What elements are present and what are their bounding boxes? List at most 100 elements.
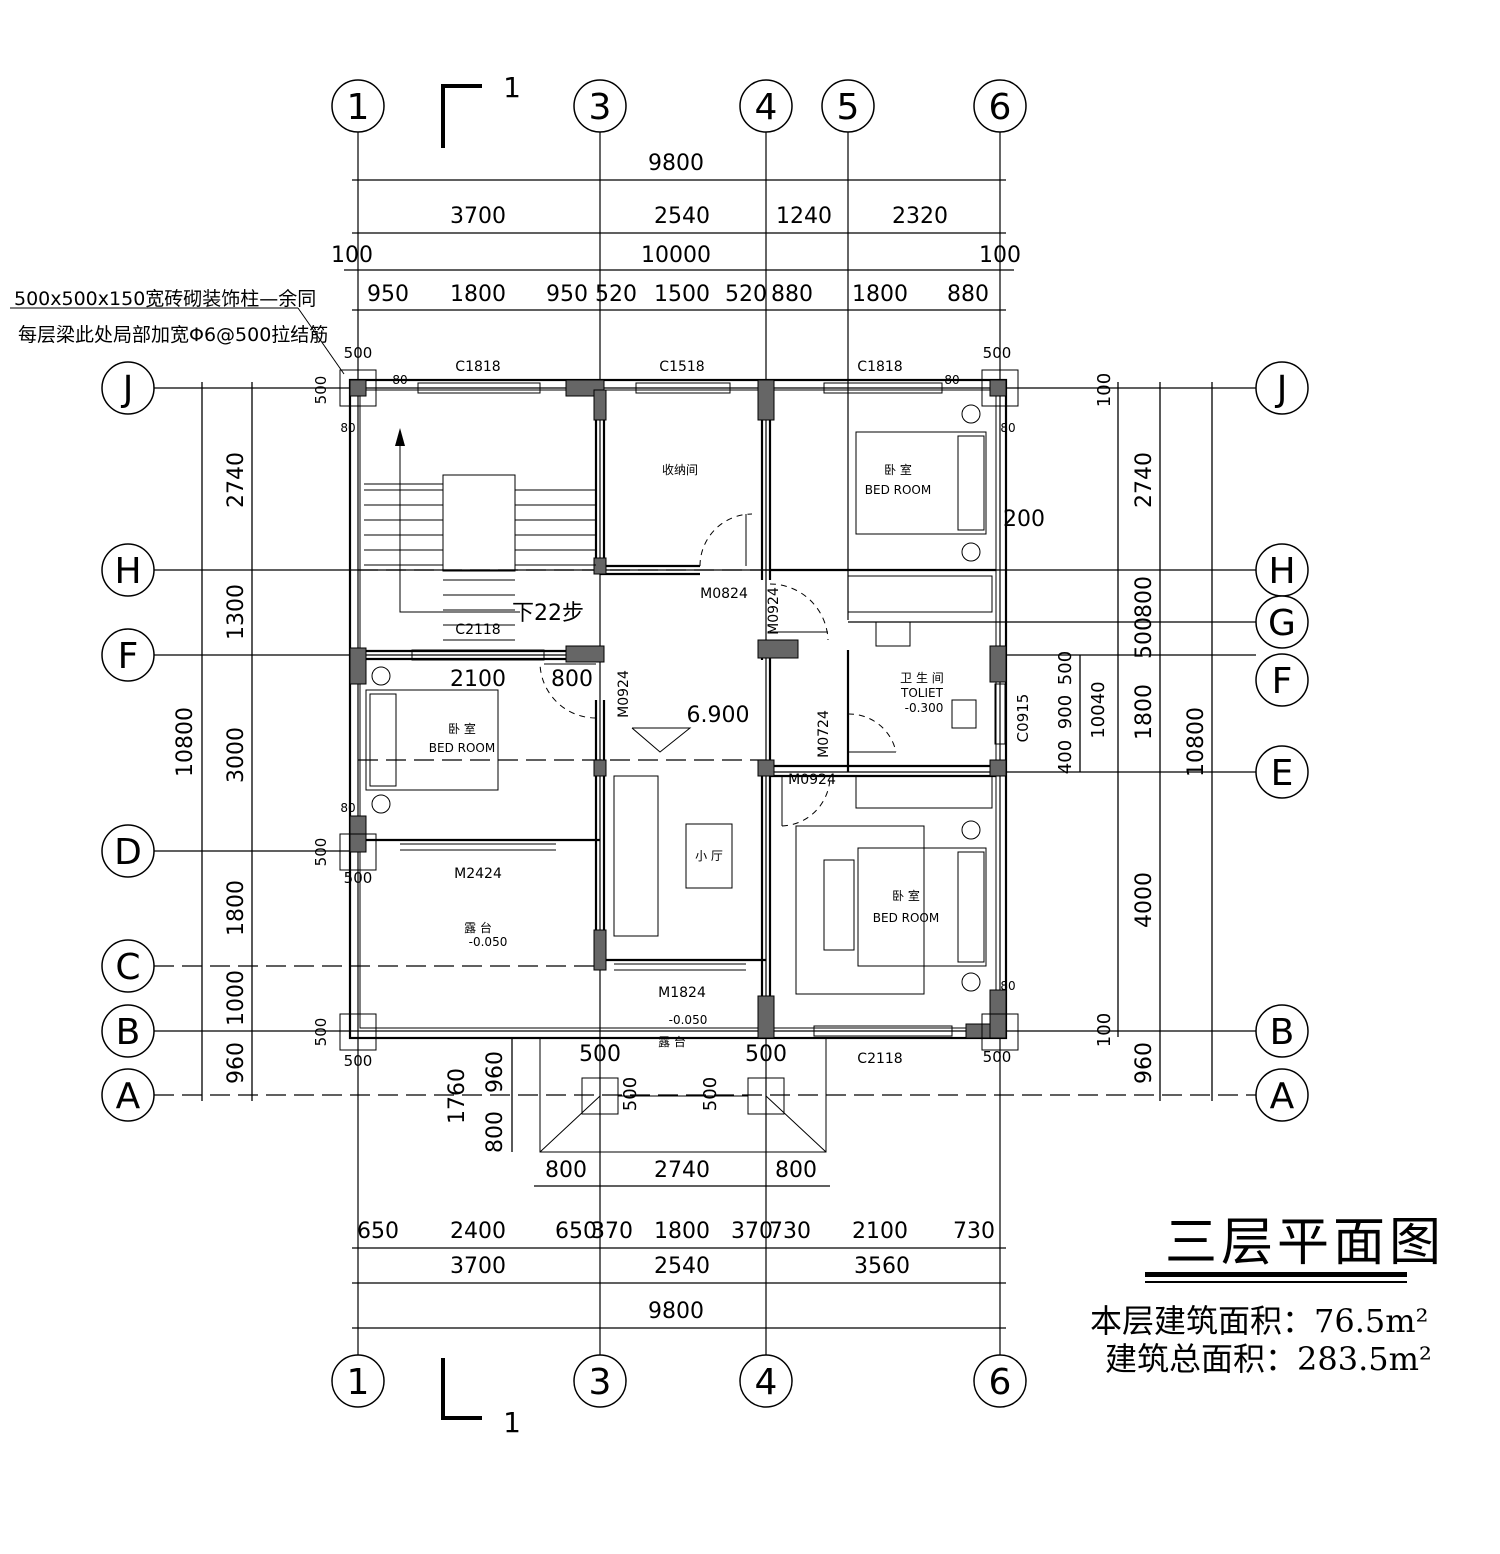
- axis-bubble-3-top: 3: [573, 79, 627, 133]
- axis-bubble-6-bottom: 6: [973, 1354, 1027, 1408]
- svg-text:80: 80: [944, 373, 959, 387]
- svg-text:M0824: M0824: [700, 586, 748, 602]
- svg-text:950: 950: [546, 282, 588, 307]
- axis-bubble-3-bottom: 3: [573, 1354, 627, 1408]
- svg-text:100: 100: [979, 243, 1021, 268]
- axis-bubble-J-right: J: [1255, 361, 1309, 415]
- svg-text:下22步: 下22步: [512, 601, 584, 626]
- svg-text:10040: 10040: [1088, 681, 1109, 738]
- storage-room: 收纳间: [662, 463, 698, 477]
- svg-text:10800: 10800: [173, 707, 198, 777]
- note-leader: [297, 307, 345, 375]
- svg-text:露 台: 露 台: [658, 1034, 686, 1049]
- svg-text:小 厅: 小 厅: [695, 849, 723, 863]
- svg-text:500: 500: [983, 1048, 1012, 1066]
- svg-text:G: G: [1268, 603, 1296, 644]
- bedroom-lower-right: 卧 室 BED ROOM: [795, 820, 987, 995]
- svg-text:9800: 9800: [648, 1299, 704, 1324]
- svg-text:M0924: M0924: [788, 772, 836, 788]
- total-area: 建筑总面积：283.5m²: [1105, 1340, 1432, 1378]
- svg-text:9800: 9800: [648, 151, 704, 176]
- svg-text:650: 650: [357, 1219, 399, 1244]
- svg-text:2100: 2100: [852, 1219, 908, 1244]
- svg-text:500: 500: [620, 1077, 641, 1111]
- svg-text:200: 200: [1003, 507, 1045, 532]
- axis-bubble-D-left: D: [101, 824, 155, 878]
- svg-text:6.900: 6.900: [687, 703, 750, 728]
- bedroom-upper-right: 卧 室 BED ROOM: [855, 404, 987, 562]
- svg-text:1800: 1800: [1132, 684, 1157, 740]
- exterior-walls: [348, 378, 1008, 1040]
- svg-text:6: 6: [989, 1362, 1012, 1403]
- svg-text:730: 730: [953, 1219, 995, 1244]
- axis-bubble-4-bottom: 4: [739, 1354, 793, 1408]
- svg-text:3: 3: [589, 87, 612, 128]
- svg-text:J: J: [1275, 369, 1288, 410]
- axis-bubble-H-right: H: [1255, 543, 1309, 597]
- title-underline-thick: [1145, 1272, 1407, 1277]
- svg-text:500: 500: [312, 1018, 330, 1047]
- svg-text:500: 500: [344, 1052, 373, 1070]
- svg-text:100: 100: [1094, 373, 1115, 407]
- small-hall: 小 厅 6.900: [613, 703, 750, 937]
- svg-text:2100: 2100: [450, 667, 506, 692]
- svg-text:收纳间: 收纳间: [662, 463, 698, 477]
- terrace: 露 台 -0.050 露 台 -0.050: [464, 920, 707, 1049]
- svg-text:1800: 1800: [224, 880, 249, 936]
- svg-text:D: D: [114, 832, 142, 873]
- bedroom-left: 卧 室 BED ROOM: [365, 666, 499, 814]
- axis-bubble-H-left: H: [101, 543, 155, 597]
- axis-bubble-A-right: A: [1255, 1068, 1309, 1122]
- svg-text:2740: 2740: [1132, 452, 1157, 508]
- drawing-title: 三层平面图: [1164, 1213, 1445, 1273]
- doors: M0824 M0924 M0924 M0724 M0924 M2424 M182…: [400, 513, 897, 1001]
- svg-text:C1518: C1518: [659, 359, 704, 375]
- svg-text:3000: 3000: [224, 727, 249, 783]
- svg-text:1760: 1760: [445, 1068, 470, 1124]
- svg-text:2740: 2740: [224, 452, 249, 508]
- svg-text:M0924: M0924: [766, 587, 782, 635]
- svg-text:400: 400: [1055, 740, 1076, 774]
- svg-text:960: 960: [483, 1051, 508, 1093]
- axis-bubble-J-left: J: [101, 361, 155, 415]
- svg-text:960: 960: [1132, 1042, 1157, 1084]
- svg-text:800: 800: [483, 1111, 508, 1153]
- section-mark-top: 1: [441, 71, 521, 148]
- right-dimensions: 10800 2740 800 500 1800 4000 960 100 100…: [1014, 373, 1213, 1101]
- svg-text:M1824: M1824: [658, 985, 706, 1001]
- misc-dimensions: 200 2100 800: [450, 507, 1045, 692]
- svg-text:500: 500: [312, 838, 330, 867]
- axis-bubble-A-left: A: [101, 1068, 155, 1122]
- svg-text:4: 4: [755, 1362, 778, 1403]
- svg-text:BED ROOM: BED ROOM: [873, 911, 939, 925]
- axis-bubble-4-top: 4: [739, 79, 793, 133]
- svg-text:C2118: C2118: [455, 622, 500, 638]
- wardrobes: [847, 575, 993, 809]
- svg-text:卫 生 间: 卫 生 间: [900, 671, 944, 685]
- svg-text:BED ROOM: BED ROOM: [429, 741, 495, 755]
- svg-text:800: 800: [775, 1158, 817, 1183]
- svg-text:E: E: [1271, 753, 1294, 794]
- svg-text:100: 100: [1094, 1013, 1115, 1047]
- svg-text:J: J: [121, 369, 134, 410]
- svg-text:M0724: M0724: [816, 710, 832, 758]
- svg-text:500: 500: [344, 869, 373, 887]
- axis-bubble-1-bottom: 1: [331, 1354, 385, 1408]
- svg-text:80: 80: [340, 801, 355, 815]
- svg-text:2740: 2740: [654, 1158, 710, 1183]
- note-line-2: 每层梁此处局部加宽Φ6@500拉结筋: [18, 324, 329, 346]
- axis-bubble-F-right: F: [1255, 653, 1309, 707]
- svg-text:370: 370: [731, 1219, 773, 1244]
- svg-text:80: 80: [340, 421, 355, 435]
- axis-bubble-E-right: E: [1255, 745, 1309, 799]
- svg-text:C2118: C2118: [857, 1051, 902, 1067]
- section-mark-bottom: 1: [441, 1358, 521, 1439]
- porch-roof: 500 500 1760 960 800: [445, 1038, 827, 1153]
- svg-text:500: 500: [1132, 617, 1157, 659]
- axis-bubble-6-top: 6: [973, 79, 1027, 133]
- svg-text:B: B: [1270, 1012, 1295, 1053]
- svg-text:500: 500: [579, 1042, 621, 1067]
- svg-text:卧 室: 卧 室: [448, 721, 476, 736]
- svg-text:-0.300: -0.300: [905, 701, 944, 715]
- svg-text:F: F: [1272, 661, 1293, 702]
